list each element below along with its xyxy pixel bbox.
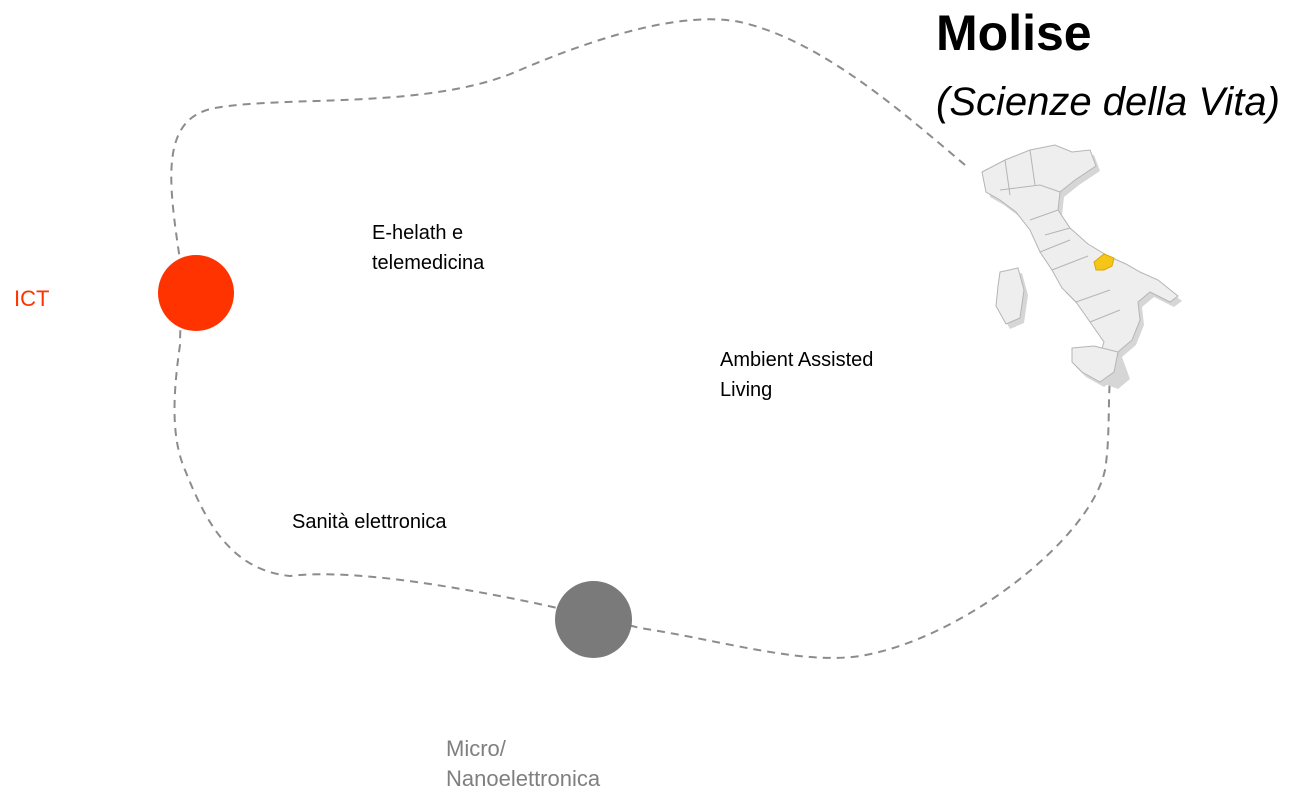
italy-map-icon bbox=[981, 144, 1182, 389]
sicily-shape bbox=[1071, 345, 1119, 383]
topic-ehealth-label: E-helath e telemedicina bbox=[372, 218, 484, 278]
diagram-title: Molise bbox=[936, 5, 1092, 61]
topic-ehealth-line2: telemedicina bbox=[372, 252, 485, 274]
diagram-subtitle: (Scienze della Vita) bbox=[936, 80, 1280, 124]
topic-sanita-line1: Sanità elettronica bbox=[292, 511, 447, 533]
topic-ehealth-line1: E-helath e bbox=[372, 222, 464, 244]
ict-node-label: ICT bbox=[14, 286, 50, 311]
topic-aal-label: Ambient Assisted Living bbox=[720, 345, 873, 405]
micro-nanoelettronica-label-line1: Micro/ bbox=[446, 736, 506, 761]
sardinia-shape bbox=[995, 267, 1025, 325]
topic-sanita-label: Sanità elettronica bbox=[292, 507, 447, 537]
micro-nanoelettronica-node bbox=[555, 581, 632, 658]
ict-node bbox=[158, 255, 234, 331]
topic-aal-line2: Living bbox=[720, 379, 773, 401]
micro-nanoelettronica-label: Micro/ Nanoelettronica bbox=[446, 734, 600, 794]
micro-nanoelettronica-label-line2: Nanoelettronica bbox=[446, 766, 601, 791]
topic-aal-line1: Ambient Assisted bbox=[720, 349, 874, 371]
molise-region-shape bbox=[1093, 253, 1115, 271]
cluster-outline bbox=[170, 18, 1111, 659]
